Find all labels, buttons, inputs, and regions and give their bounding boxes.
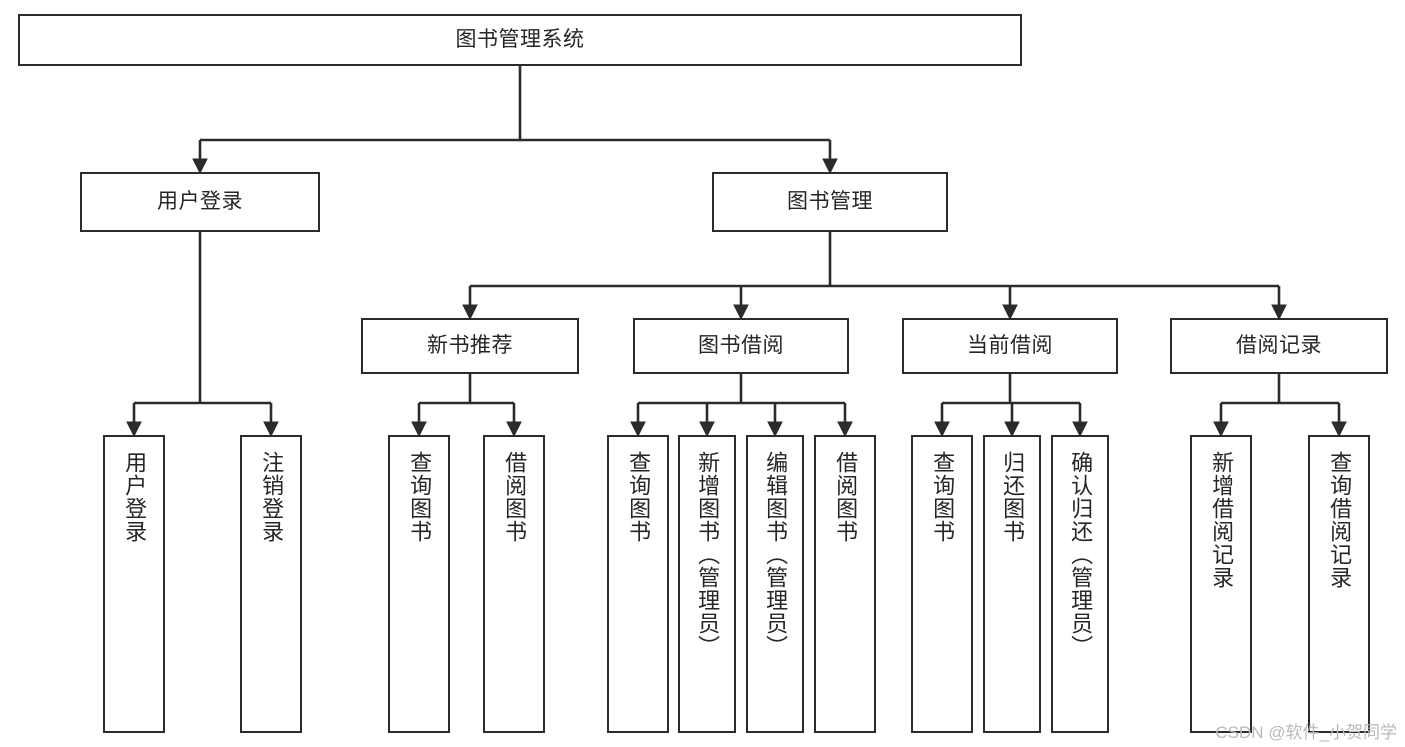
- node-label: 借阅图书: [502, 451, 528, 543]
- node-label: 归还图书: [1000, 451, 1026, 543]
- node-leaf-query-book-3: 查询图书: [911, 435, 973, 733]
- node-leaf-query-book-1: 查询图书: [388, 435, 450, 733]
- node-label: 新增借阅记录: [1209, 451, 1235, 589]
- node-label: 新书推荐: [427, 334, 513, 358]
- node-new-book-rec: 新书推荐: [361, 318, 579, 374]
- node-root: 图书管理系统: [18, 14, 1022, 66]
- node-label: 查询图书: [626, 451, 652, 543]
- node-label: 借阅图书: [833, 451, 859, 543]
- node-leaf-query-book-2: 查询图书: [607, 435, 669, 733]
- node-label: 新增图书（管理员）: [695, 451, 721, 658]
- node-label: 查询图书: [407, 451, 433, 543]
- node-label: 图书管理: [787, 190, 873, 214]
- node-leaf-borrow-book-1: 借阅图书: [483, 435, 545, 733]
- node-label: 借阅记录: [1236, 334, 1322, 358]
- node-borrow-record: 借阅记录: [1170, 318, 1388, 374]
- node-leaf-borrow-book-2: 借阅图书: [814, 435, 876, 733]
- node-leaf-edit-book: 编辑图书（管理员）: [746, 435, 804, 733]
- node-leaf-return-book: 归还图书: [983, 435, 1041, 733]
- node-label: 查询借阅记录: [1327, 451, 1353, 589]
- node-book-manage: 图书管理: [712, 172, 948, 232]
- node-label: 用户登录: [157, 190, 243, 214]
- node-label: 编辑图书（管理员）: [763, 451, 789, 658]
- node-current-borrow: 当前借阅: [902, 318, 1118, 374]
- node-label: 当前借阅: [967, 334, 1053, 358]
- node-label: 确认归还（管理员）: [1068, 451, 1094, 658]
- node-leaf-query-record: 查询借阅记录: [1308, 435, 1370, 733]
- node-label: 注销登录: [259, 451, 285, 543]
- watermark-text: CSDN @软件_小贺同学: [1215, 723, 1397, 742]
- node-user-login: 用户登录: [80, 172, 320, 232]
- node-label: 查询图书: [930, 451, 956, 543]
- node-leaf-add-record: 新增借阅记录: [1190, 435, 1252, 733]
- node-leaf-add-book: 新增图书（管理员）: [678, 435, 736, 733]
- node-leaf-confirm-return: 确认归还（管理员）: [1051, 435, 1109, 733]
- node-leaf-user-login: 用户登录: [103, 435, 165, 733]
- node-label: 图书管理系统: [455, 28, 585, 52]
- node-book-borrow: 图书借阅: [633, 318, 849, 374]
- node-leaf-user-logout: 注销登录: [240, 435, 302, 733]
- node-label: 用户登录: [122, 451, 148, 543]
- node-label: 图书借阅: [698, 334, 784, 358]
